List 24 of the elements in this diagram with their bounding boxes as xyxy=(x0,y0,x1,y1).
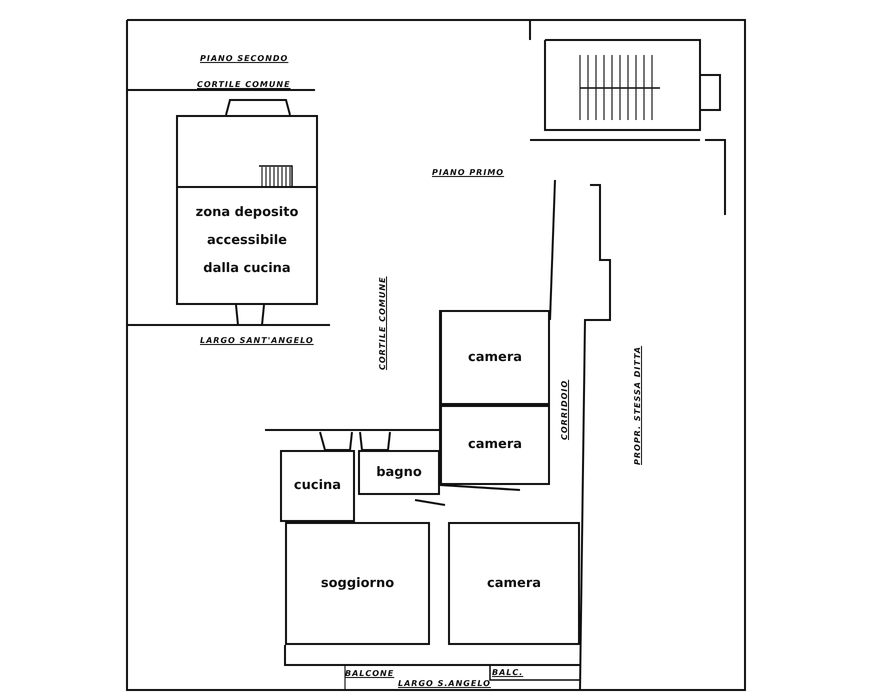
plan-annotation: BALCONE xyxy=(345,669,394,678)
plan-annotation: CORRIDOIO xyxy=(560,380,569,440)
room-outline xyxy=(358,450,440,495)
plan-annotation: PROPR. STESSA DITTA xyxy=(633,346,642,465)
plan-annotation: LARGO S.ANGELO xyxy=(398,679,491,688)
room-label: zona deposito accessibile dalla cucina xyxy=(194,204,300,278)
room-label: camera xyxy=(468,436,522,454)
room-label: cucina xyxy=(294,477,342,495)
room-outline xyxy=(285,522,430,645)
room-outline xyxy=(440,405,550,485)
room-label: camera xyxy=(468,348,522,366)
room-label: bagno xyxy=(376,464,422,482)
plan-annotation: LARGO SANT'ANGELO xyxy=(200,336,314,345)
room-label: soggiorno xyxy=(320,574,394,592)
room-outline xyxy=(440,310,550,405)
room-outline xyxy=(448,522,580,645)
plan-annotation: CORTILE COMUNE xyxy=(197,80,291,89)
room-outline xyxy=(176,115,318,305)
plan-annotation: BALC. xyxy=(492,668,524,677)
room-outline xyxy=(280,450,355,522)
room-label: camera xyxy=(486,574,542,592)
plan-annotation: PIANO SECONDO xyxy=(200,54,288,63)
plan-annotation: CORTILE COMUNE xyxy=(378,276,387,370)
plan-annotation: PIANO PRIMO xyxy=(432,168,504,177)
